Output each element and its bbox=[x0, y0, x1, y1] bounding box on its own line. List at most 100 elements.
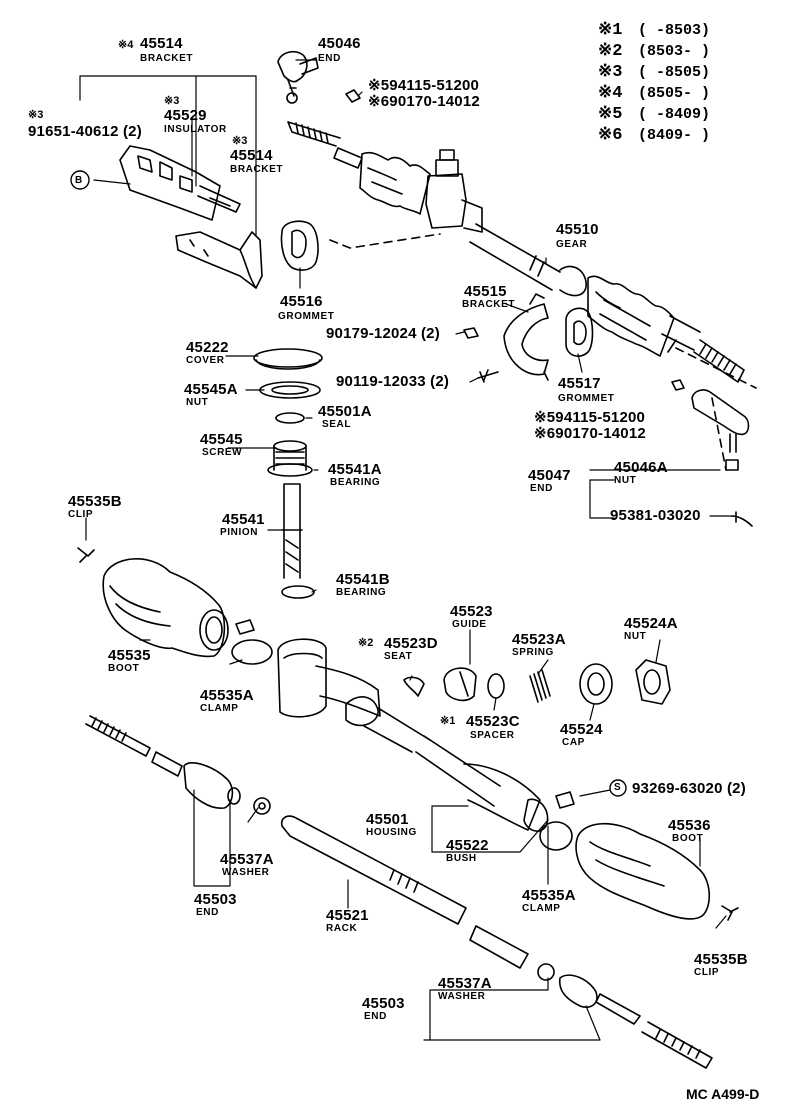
legend-range: ( -8409) bbox=[638, 106, 711, 123]
callout-part-number: 45516 bbox=[280, 293, 323, 310]
callout-part-name: END bbox=[318, 53, 341, 64]
callout-part-number: 45503 bbox=[194, 891, 237, 908]
clip-left bbox=[77, 547, 95, 563]
bracket-grommet-45515 bbox=[463, 293, 594, 383]
callout-part-number: 45535A bbox=[200, 687, 254, 704]
callout-part-number: 45537A bbox=[438, 975, 492, 992]
callout-part-name: SPACER bbox=[470, 730, 515, 741]
callout-part-number: 45501A bbox=[318, 403, 372, 420]
callout-part-number: 45523C bbox=[466, 713, 520, 730]
legend-range: (8505- ) bbox=[638, 85, 711, 102]
boot-45536 bbox=[539, 791, 739, 921]
clamp-left bbox=[231, 619, 273, 665]
legend-mark: ※6 bbox=[598, 126, 623, 145]
callout-part-name: CLAMP bbox=[200, 703, 239, 714]
callout-part-name: GROMMET bbox=[558, 393, 615, 404]
callout-part-name: GUIDE bbox=[452, 619, 487, 630]
callout-part-number: 45523D bbox=[384, 635, 438, 652]
legend-row: ※5( -8409) bbox=[598, 104, 710, 125]
callout-part-name: BRACKET bbox=[140, 53, 194, 64]
legend-row: ※6 (8409- ) bbox=[598, 125, 710, 146]
callout-part-name: BOOT bbox=[672, 833, 704, 844]
callout-part-name: WASHER bbox=[438, 991, 486, 1002]
legend-row: ※4 (8505- ) bbox=[598, 83, 710, 104]
callout-part-number: 90119-12033 (2) bbox=[336, 373, 450, 390]
callout-part-number: 45222 bbox=[186, 339, 229, 356]
callout-mark: ※3 bbox=[232, 135, 248, 147]
legend-row: ※1 ( -8503) bbox=[598, 20, 710, 41]
callout-part-number: 45535A bbox=[522, 887, 576, 904]
legend-mark: ※2 bbox=[598, 42, 623, 61]
callout-part-number: 45501 bbox=[366, 811, 409, 828]
boot-45535 bbox=[102, 558, 229, 658]
legend-range: ( -8505) bbox=[638, 64, 711, 81]
pinion-stack bbox=[253, 348, 323, 599]
callout-part-number: B bbox=[75, 175, 83, 186]
callout-mark: ※4 bbox=[118, 39, 134, 51]
callout-part-number: 45510 bbox=[556, 221, 599, 238]
callout-part-number: 45522 bbox=[446, 837, 489, 854]
callout-part-number: 45517 bbox=[558, 375, 601, 392]
callout-mark: ※3 bbox=[164, 95, 180, 107]
callout-part-name: WASHER bbox=[222, 867, 270, 878]
legend-range: (8409- ) bbox=[638, 127, 711, 144]
legend-mark: ※4 bbox=[598, 84, 623, 103]
callout-part-number: 45521 bbox=[326, 907, 369, 924]
callout-part-name: NUT bbox=[186, 397, 209, 408]
callout-part-name: RACK bbox=[326, 923, 358, 934]
callout-part-number: 45523A bbox=[512, 631, 566, 648]
callout-part-number: 45046 bbox=[318, 35, 361, 52]
callout-part-number: 45536 bbox=[668, 817, 711, 834]
callout-part-number: 45535B bbox=[68, 493, 122, 510]
end-45503-left bbox=[85, 715, 271, 815]
callout-mark: ※1 bbox=[440, 715, 456, 727]
callout-part-number: 45541A bbox=[328, 461, 382, 478]
legend-mark: ※3 bbox=[598, 63, 623, 82]
callout-part-name: INSULATOR bbox=[164, 124, 227, 135]
callout-part-number: 45545 bbox=[200, 431, 243, 448]
callout-part-name: END bbox=[364, 1011, 387, 1022]
callout-part-number: ※690170-14012 bbox=[368, 93, 480, 110]
callout-part-number: 45524A bbox=[624, 615, 678, 632]
callout-part-name: COVER bbox=[186, 355, 225, 366]
legend-row: ※2 (8503- ) bbox=[598, 41, 710, 62]
callout-part-number: S bbox=[614, 782, 622, 793]
legend-range: (8503- ) bbox=[638, 43, 711, 60]
callout-part-name: BRACKET bbox=[462, 299, 516, 310]
callout-part-name: BOOT bbox=[108, 663, 140, 674]
callout-part-number: 45529 bbox=[164, 107, 207, 124]
rack-45521 bbox=[280, 815, 529, 969]
callout-part-number: 45046A bbox=[614, 459, 668, 476]
legend-row: ※3 ( -8505) bbox=[598, 62, 710, 83]
callout-mark: ※2 bbox=[358, 637, 374, 649]
callout-part-number: 45537A bbox=[220, 851, 274, 868]
diagram-code: MC A499-D bbox=[686, 1086, 760, 1102]
callout-part-name: SEAL bbox=[322, 419, 352, 430]
callout-part-name: BRACKET bbox=[230, 164, 284, 175]
grommet-45516 bbox=[280, 220, 319, 271]
callout-part-number: 45514 bbox=[230, 147, 273, 164]
legend-range: ( -8503) bbox=[638, 22, 711, 39]
tie-rod-end-45047 bbox=[671, 379, 753, 527]
callout-part-number: 45541 bbox=[222, 511, 265, 528]
callout-part-name: END bbox=[196, 907, 219, 918]
callout-part-number: 91651-40612 (2) bbox=[28, 123, 142, 140]
callout-part-number: 45047 bbox=[528, 467, 571, 484]
callout-part-number: 90179-12024 (2) bbox=[326, 325, 440, 342]
callout-part-name: NUT bbox=[624, 631, 647, 642]
callout-part-number: 45503 bbox=[362, 995, 405, 1012]
tie-rod-end-upper bbox=[277, 50, 361, 104]
revision-legend: ※1 ( -8503) ※2 (8503- ) ※3 ( -8505) ※4 (8505… bbox=[598, 20, 710, 146]
callout-part-number: 45515 bbox=[464, 283, 507, 300]
callout-part-name: CLAMP bbox=[522, 903, 561, 914]
legend-mark: ※1 bbox=[598, 21, 623, 40]
callout-mark: ※3 bbox=[28, 109, 44, 121]
callout-part-name: GROMMET bbox=[278, 311, 335, 322]
callout-part-number: 45545A bbox=[184, 381, 238, 398]
callout-part-name: GEAR bbox=[556, 239, 588, 250]
bracket-insulator-group bbox=[119, 145, 263, 289]
callout-part-name: BEARING bbox=[330, 477, 381, 488]
end-45503-right bbox=[537, 963, 713, 1069]
callout-part-number: ※594115-51200 bbox=[368, 77, 480, 94]
callout-part-name: SEAT bbox=[384, 651, 413, 662]
